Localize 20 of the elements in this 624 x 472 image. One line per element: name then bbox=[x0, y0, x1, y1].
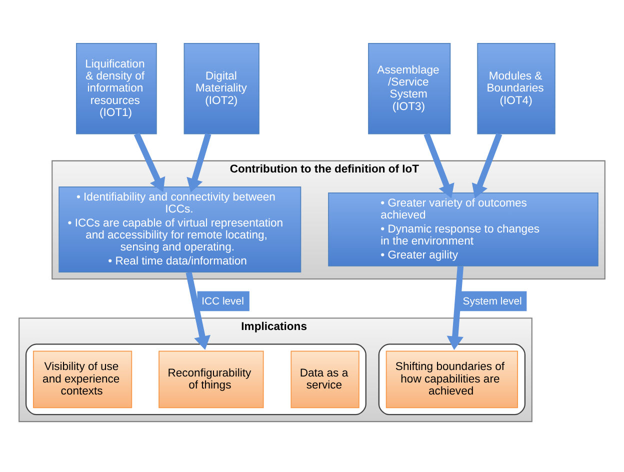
arrow bbox=[472, 132, 502, 198]
arrow bbox=[424, 132, 454, 198]
node-box: Visibility of use and experience contexts bbox=[33, 350, 132, 408]
node-box: • Identifiability and connectivity between ICCs. • ICCs are capable of virtual representation and accessibility for remote locating, sensing and operating. • Real time data/information bbox=[58, 186, 302, 272]
node-box: Modules & Boundaries (IOT4) bbox=[477, 43, 556, 134]
node-box: Assemblage /Service System (IOT3) bbox=[368, 43, 451, 134]
edge-label: ICC level bbox=[202, 296, 244, 308]
cluster bbox=[378, 344, 526, 416]
node-box: Digital Materiality (IOT2) bbox=[184, 43, 260, 134]
node-box: • Greater variety of outcomes achieved • Dynamic response to changes in the environment • Greater agility bbox=[328, 192, 598, 266]
node-box: Liquification & density of information resources (IOT1) bbox=[76, 43, 157, 134]
arrow bbox=[186, 272, 210, 350]
edge-label: System level bbox=[462, 296, 522, 308]
arrow bbox=[134, 132, 166, 192]
node-box: Shifting boundaries of how capabilities are achieved bbox=[386, 350, 518, 408]
arrow bbox=[186, 133, 212, 192]
node-box: Reconfigurability of things bbox=[158, 350, 264, 408]
node-box: Data as a service bbox=[290, 350, 360, 408]
cluster bbox=[25, 344, 366, 416]
arrow bbox=[446, 266, 464, 350]
